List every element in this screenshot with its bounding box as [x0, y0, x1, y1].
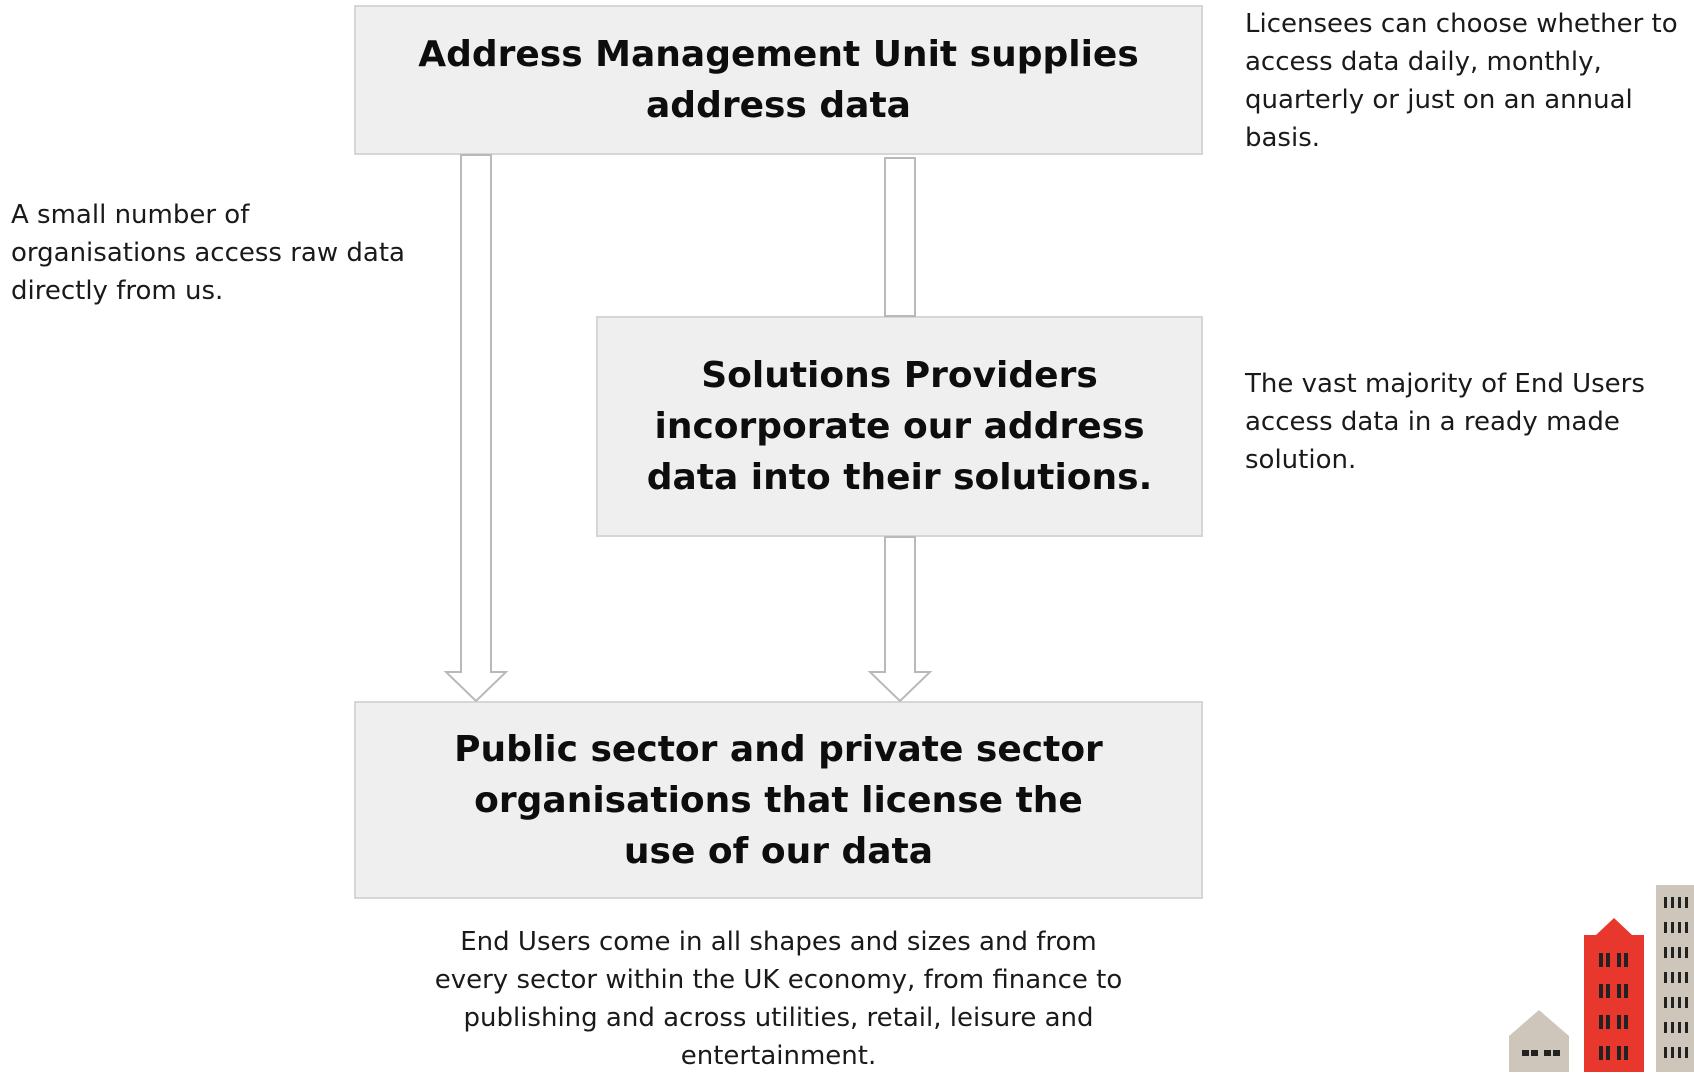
end-users-box: Public sector and private sector organis…: [354, 701, 1203, 899]
note-end-users-description: End Users come in all shapes and sizes a…: [434, 927, 1123, 1071]
red-building: [1584, 918, 1644, 1072]
arrow-down-icon: [867, 536, 933, 703]
note-direct-access: A small number of organisations access r…: [11, 200, 405, 306]
connector-amu-to-providers: [884, 157, 916, 317]
note-licensees: Licensees can choose whether to access d…: [1245, 9, 1678, 153]
amu-box: Address Management Unit supplies address…: [354, 5, 1203, 155]
solutions-providers-box: Solutions Providers incorporate our addr…: [596, 316, 1203, 537]
arrow-down-icon: [443, 154, 509, 703]
small-house: [1509, 1010, 1569, 1072]
note-majority: The vast majority of End Users access da…: [1245, 369, 1645, 475]
beige-tower: [1656, 885, 1694, 1072]
